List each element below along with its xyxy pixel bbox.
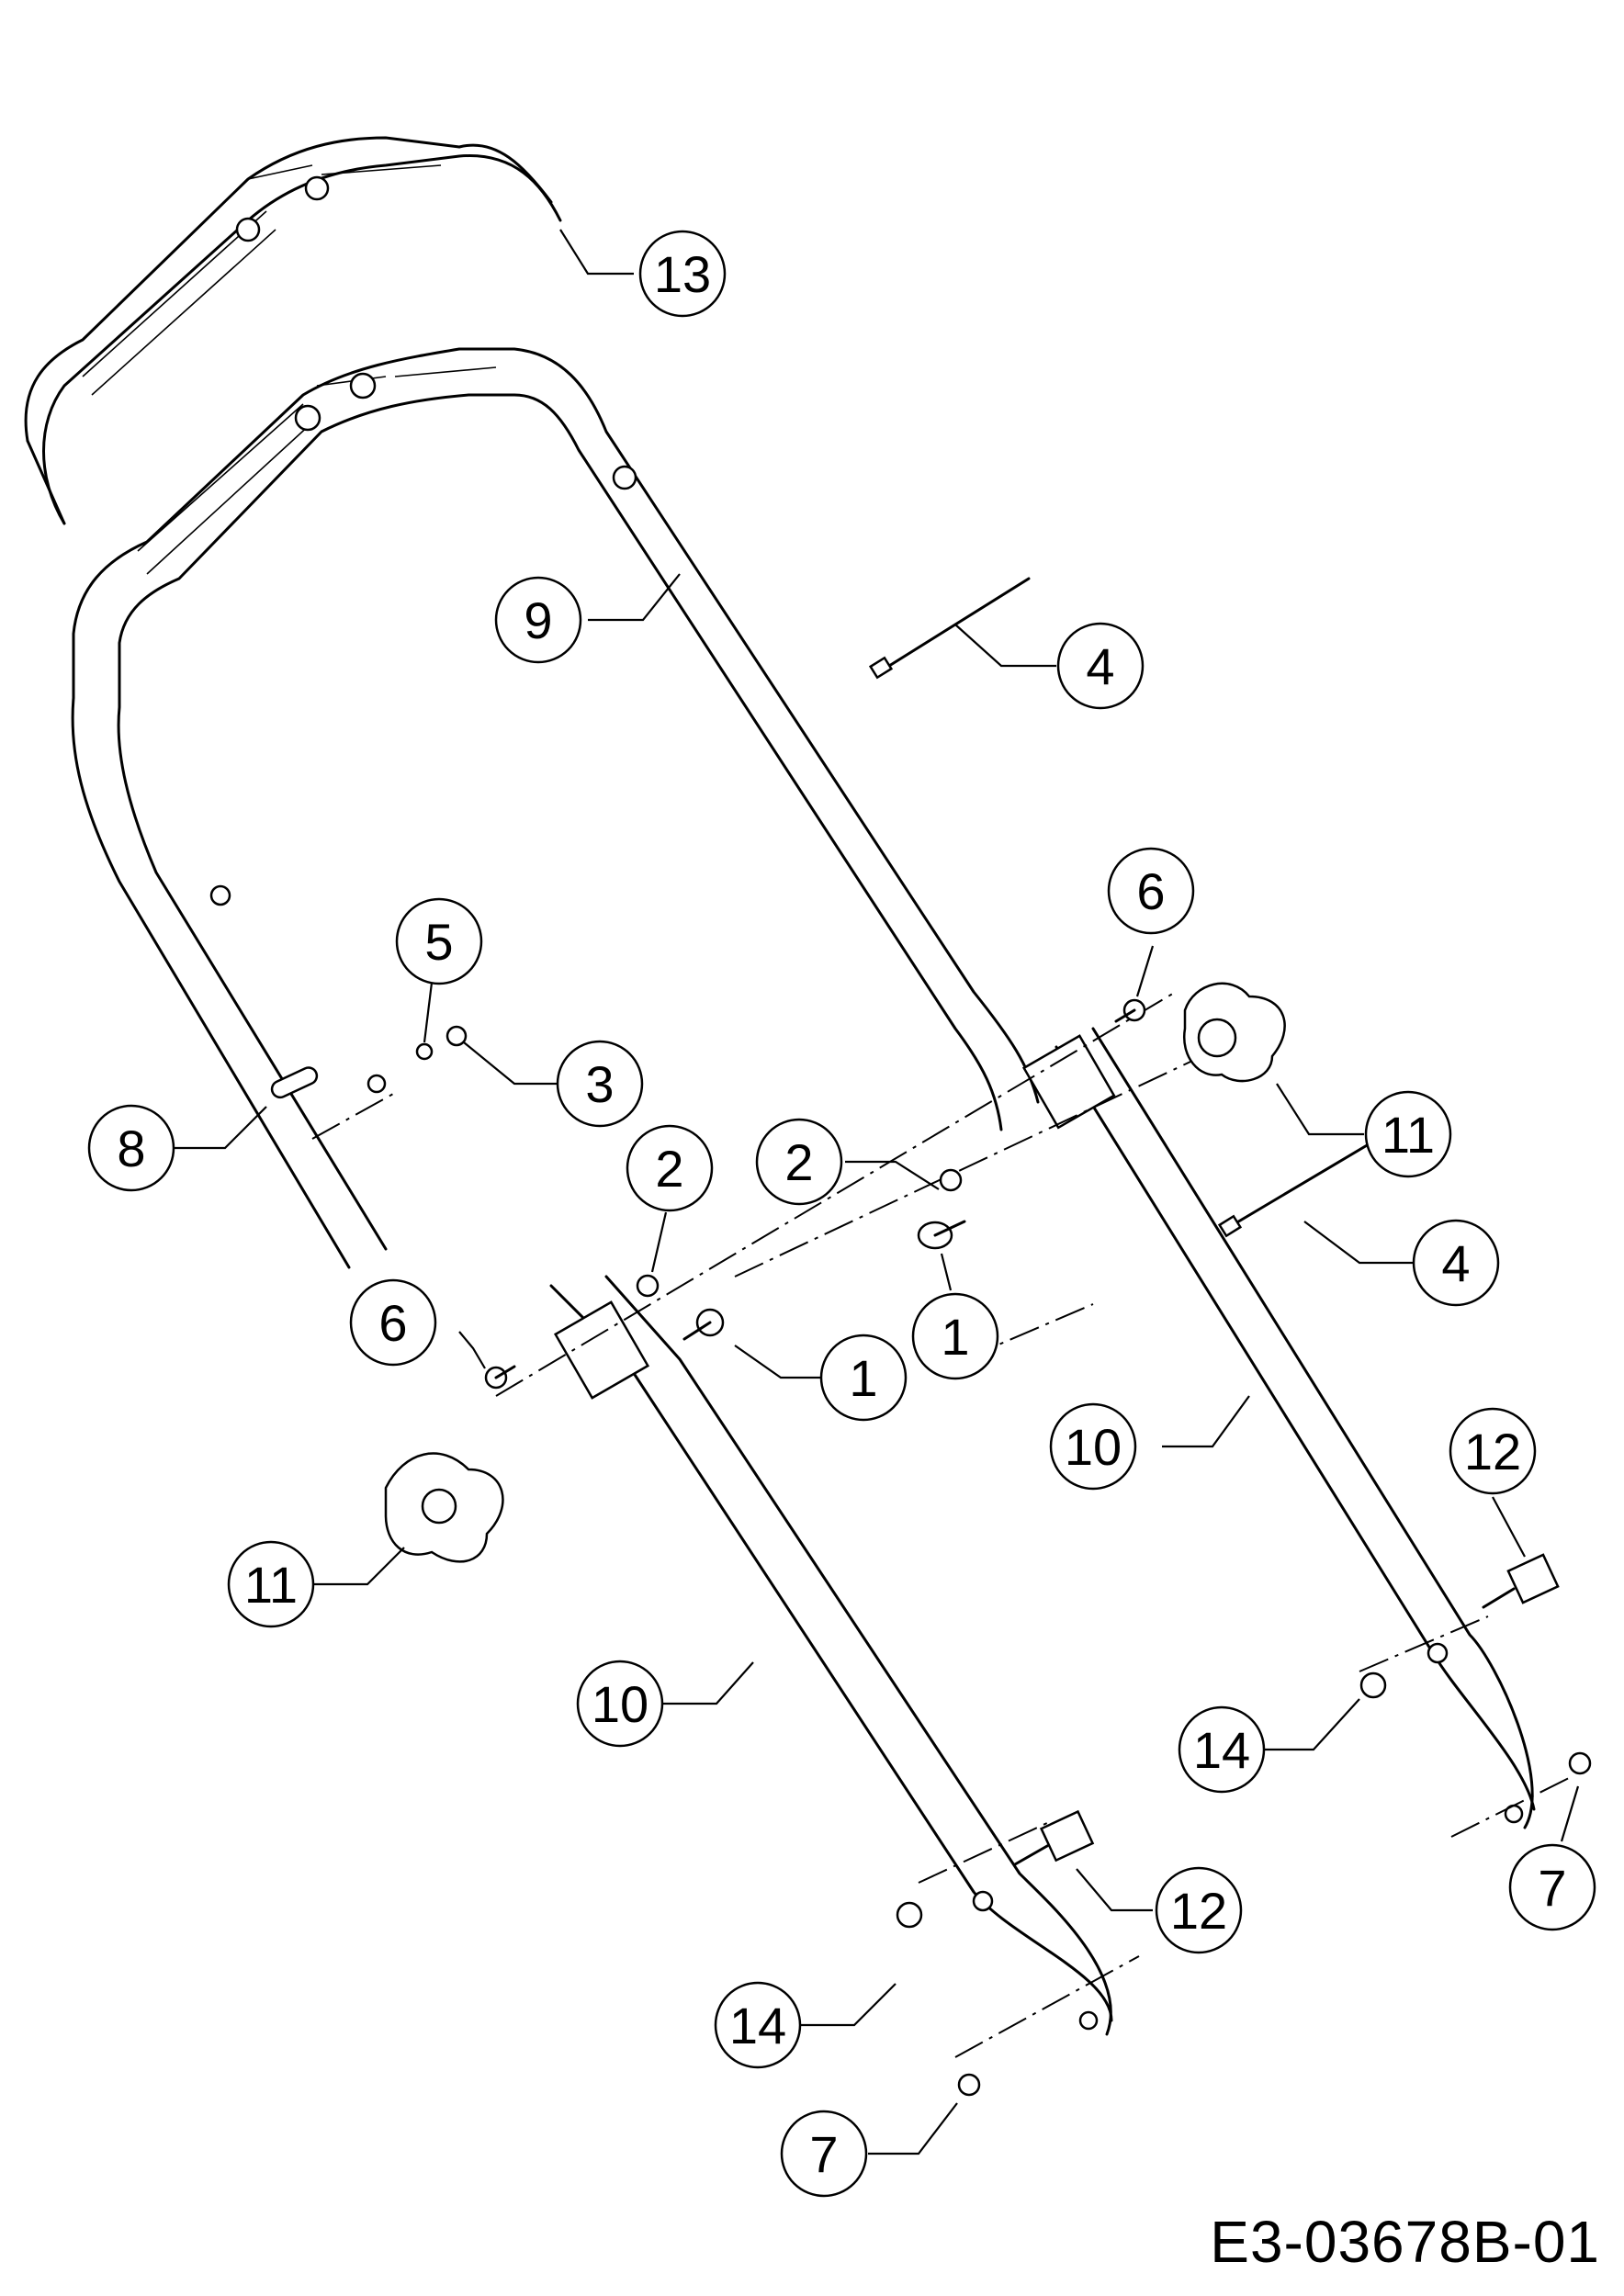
callout-circle bbox=[1364, 1090, 1452, 1178]
pin-1-left bbox=[682, 1308, 725, 1341]
nut-3 bbox=[445, 1025, 468, 1047]
callout-8-cable-clip: 8 bbox=[87, 1104, 175, 1192]
callout-6-carriage-bolt: 6 bbox=[349, 1278, 437, 1367]
callout-number: 10 bbox=[1065, 1418, 1122, 1476]
spacer-washer-14-left bbox=[896, 1901, 923, 1929]
callout-number: 11 bbox=[244, 1556, 298, 1614]
callout-14-spacer-washer: 14 bbox=[714, 1981, 802, 2069]
callout-circle bbox=[1508, 1843, 1596, 1931]
carriage-bolt-6-right bbox=[1114, 998, 1146, 1023]
callout-number: 13 bbox=[654, 245, 711, 303]
callout-12-wing-screw: 12 bbox=[1449, 1407, 1537, 1495]
callout-2-nut: 2 bbox=[755, 1118, 843, 1206]
callout-11-star-knob: 11 bbox=[227, 1540, 315, 1628]
callout-number: 11 bbox=[1382, 1106, 1435, 1164]
callout-number: 8 bbox=[117, 1120, 145, 1177]
pin-1-right bbox=[917, 1220, 966, 1250]
callout-number: 3 bbox=[585, 1055, 614, 1113]
callout-number: 12 bbox=[1464, 1423, 1521, 1480]
callout-number: 6 bbox=[378, 1294, 407, 1352]
washer-5 bbox=[415, 1042, 434, 1061]
callout-circle bbox=[1049, 1402, 1137, 1491]
callout-10-lower-handle: 10 bbox=[576, 1660, 664, 1748]
callout-circle bbox=[576, 1660, 664, 1748]
callout-number: 6 bbox=[1136, 862, 1165, 920]
lower-handle-left-part bbox=[549, 1275, 1113, 2036]
callout-circle bbox=[626, 1124, 714, 1212]
callout-number: 10 bbox=[592, 1675, 648, 1733]
callout-circle bbox=[780, 2110, 868, 2198]
star-knob-11-right bbox=[1182, 982, 1286, 1083]
wing-screw-12-right bbox=[1482, 1553, 1560, 1609]
callout-number: 4 bbox=[1441, 1234, 1470, 1292]
callout-6-carriage-bolt: 6 bbox=[1107, 847, 1195, 935]
callout-circle bbox=[1178, 1705, 1266, 1794]
callout-14-spacer-washer: 14 bbox=[1178, 1705, 1266, 1794]
callout-10-lower-handle: 10 bbox=[1049, 1402, 1137, 1491]
callout-7-shoulder-screw: 7 bbox=[1508, 1843, 1596, 1931]
callout-13-upper-grip: 13 bbox=[638, 230, 727, 318]
callout-circle bbox=[556, 1040, 644, 1128]
callout-circle bbox=[911, 1292, 999, 1380]
nut-2-left bbox=[636, 1274, 660, 1298]
callout-number: 7 bbox=[809, 2125, 838, 2183]
shoulder-screw-7-left bbox=[957, 2073, 981, 2097]
drawing-number: E3-03678B-01 bbox=[1210, 2209, 1600, 2275]
callout-number: 9 bbox=[524, 591, 552, 649]
callout-number: 1 bbox=[849, 1349, 877, 1407]
callout-number: 2 bbox=[655, 1140, 683, 1198]
callout-circle bbox=[714, 1981, 802, 2069]
leader-lines bbox=[175, 229, 1580, 2155]
nut-2-right bbox=[939, 1168, 963, 1192]
callout-4-cable-tie: 4 bbox=[1412, 1219, 1500, 1307]
callout-11-star-knob: 11 bbox=[1364, 1090, 1452, 1178]
star-knob-11-left bbox=[384, 1452, 504, 1563]
callout-circle bbox=[395, 897, 483, 985]
callout-number: 14 bbox=[729, 1997, 786, 2054]
callout-1-pin: 1 bbox=[819, 1334, 908, 1422]
callout-12-wing-screw: 12 bbox=[1155, 1866, 1243, 1954]
callout-circle bbox=[494, 576, 582, 664]
callout-number: 5 bbox=[424, 913, 453, 971]
callout-2-nut: 2 bbox=[626, 1124, 714, 1212]
callout-circle bbox=[1107, 847, 1195, 935]
callout-number: 1 bbox=[941, 1308, 969, 1366]
upper-handle-part bbox=[71, 347, 1040, 1269]
carriage-bolt-6-left bbox=[484, 1365, 516, 1390]
callout-circle bbox=[819, 1334, 908, 1422]
cable-tie-upper bbox=[868, 577, 1031, 680]
callout-circle bbox=[755, 1118, 843, 1206]
callout-circle bbox=[638, 230, 727, 318]
callout-number: 2 bbox=[784, 1133, 813, 1191]
callout-7-shoulder-screw: 7 bbox=[780, 2110, 868, 2198]
lower-handle-right-part bbox=[1021, 1027, 1536, 1829]
callout-3-nut: 3 bbox=[556, 1040, 644, 1128]
upper-grip-part bbox=[24, 136, 562, 525]
spacer-washer-14-right bbox=[1359, 1671, 1387, 1699]
cable-tie-lower bbox=[1217, 1137, 1380, 1238]
callout-4-cable-tie: 4 bbox=[1056, 622, 1145, 710]
callout-9-upper-handle: 9 bbox=[494, 576, 582, 664]
callout-number: 12 bbox=[1170, 1882, 1227, 1940]
callout-number: 4 bbox=[1086, 637, 1114, 695]
callout-circle bbox=[1155, 1866, 1243, 1954]
callout-circle bbox=[1412, 1219, 1500, 1307]
callout-circle bbox=[1449, 1407, 1537, 1495]
cable-clip-8 bbox=[270, 1066, 319, 1099]
callout-circle bbox=[349, 1278, 437, 1367]
callout-number: 7 bbox=[1538, 1859, 1566, 1917]
callout-number: 14 bbox=[1193, 1721, 1250, 1779]
callout-1-pin: 1 bbox=[911, 1292, 999, 1380]
shoulder-screw-7-right bbox=[1568, 1751, 1592, 1775]
callout-5-washer: 5 bbox=[395, 897, 483, 985]
callout-circle bbox=[1056, 622, 1145, 710]
callout-circle bbox=[227, 1540, 315, 1628]
callout-circle bbox=[87, 1104, 175, 1192]
wing-screw-12-left bbox=[1013, 1809, 1095, 1866]
